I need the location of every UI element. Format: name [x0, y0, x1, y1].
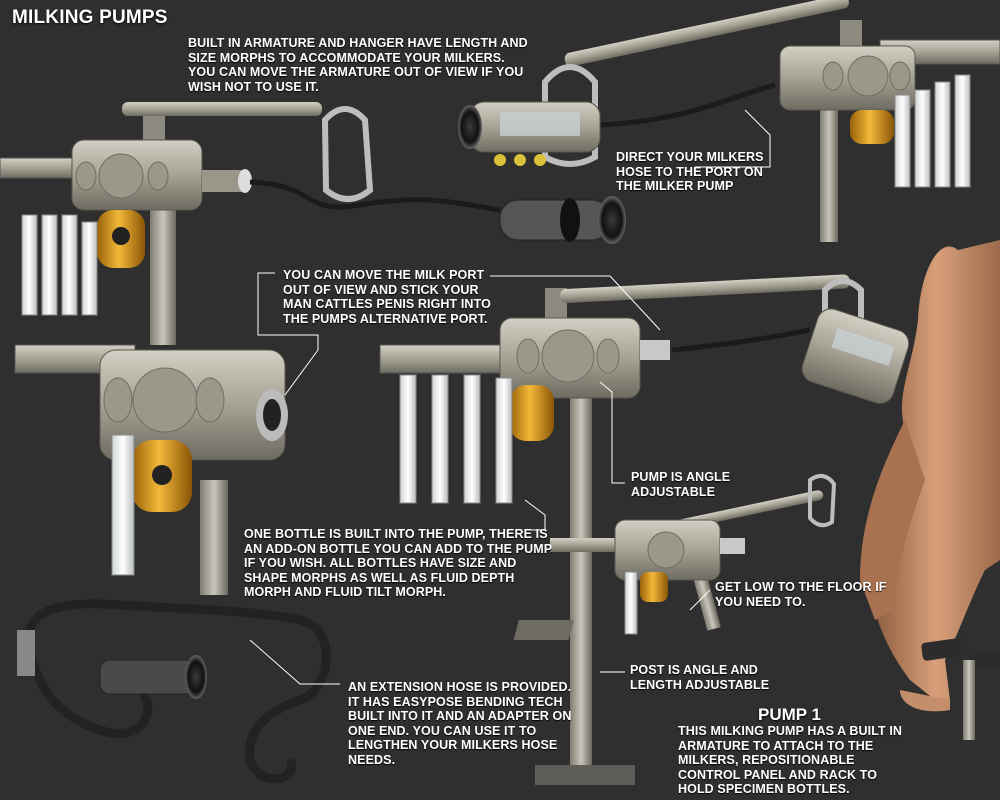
callout-angle: PUMP IS ANGLE ADJUSTABLE: [631, 470, 731, 499]
callout-floor: GET LOW TO THE FLOOR IF YOU NEED TO.: [715, 580, 887, 609]
pump1-heading: PUMP 1: [758, 705, 821, 724]
bottle-rack-top-right: [894, 74, 971, 188]
milker-unit-top: [458, 101, 601, 166]
figure-illustration: [860, 240, 1000, 740]
milker-cup-loose: [499, 196, 626, 244]
callout-lines: [249, 109, 771, 685]
pump-center: [379, 274, 910, 785]
pump-top-left: [0, 102, 626, 345]
pump-low: [513, 473, 837, 640]
pump1-description: THIS MILKING PUMP HAS A BUILT IN ARMATUR…: [678, 724, 903, 796]
callout-hose: AN EXTENSION HOSE IS PROVIDED. IT HAS EA…: [348, 680, 572, 767]
callout-post: POST IS ANGLE AND LENGTH ADJUSTABLE: [630, 663, 770, 692]
pump-middle-left: [14, 344, 288, 595]
extension-hose: [17, 599, 331, 784]
bottle-rack-top-left: [21, 214, 98, 316]
callout-armature: BUILT IN ARMATURE AND HANGER HAVE LENGTH…: [188, 36, 528, 94]
callout-direct-hose: DIRECT YOUR MILKERS HOSE TO THE PORT ON …: [616, 150, 764, 193]
bottle-rack-center: [399, 374, 513, 504]
pump-top-right: [458, 0, 1000, 242]
milker-unit-center: [801, 308, 910, 404]
callout-milk-port: YOU CAN MOVE THE MILK PORT OUT OF VIEW A…: [283, 268, 491, 326]
callout-bottle: ONE BOTTLE IS BUILT INTO THE PUMP, THERE…: [244, 527, 552, 599]
page-title: MILKING PUMPS: [12, 7, 168, 28]
